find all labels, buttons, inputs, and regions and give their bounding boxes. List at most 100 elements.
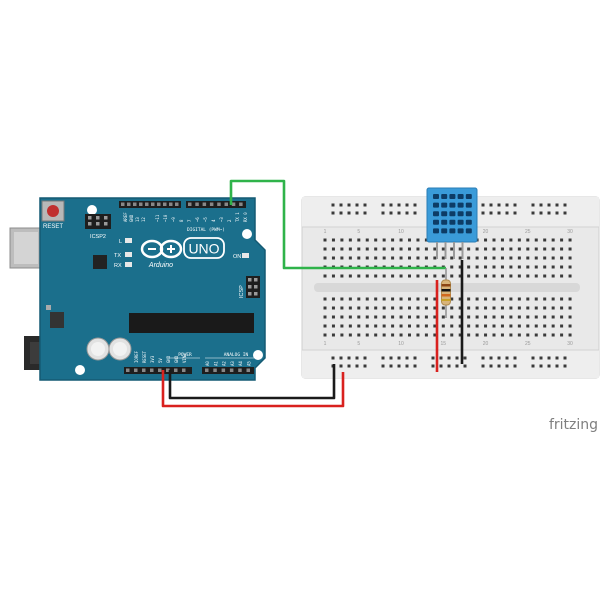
led-l-label: L: [119, 239, 122, 245]
terminal-hole: [467, 324, 471, 328]
rail-hole: [331, 203, 335, 207]
terminal-hole: [365, 238, 369, 242]
terminal-hole: [475, 247, 479, 251]
terminal-hole: [450, 297, 454, 301]
terminal-hole: [517, 274, 521, 278]
terminal-hole: [509, 306, 513, 310]
terminal-hole: [475, 274, 479, 278]
rail-hole: [389, 211, 393, 215]
digital-pin-label: ~5: [203, 217, 208, 222]
signal-wire[interactable]: [229, 179, 446, 270]
power-pin-label: 3V3: [150, 355, 155, 363]
terminal-hole: [492, 324, 496, 328]
rail-hole: [489, 211, 493, 215]
wires: [161, 179, 464, 408]
terminal-hole: [382, 274, 386, 278]
terminal-hole: [441, 324, 445, 328]
header-pin: [139, 202, 143, 206]
terminal-hole: [357, 333, 361, 337]
mounting-hole: [87, 205, 97, 215]
header-pin: [202, 202, 207, 206]
resistor[interactable]: [441, 268, 451, 318]
header-pin: [133, 202, 137, 206]
terminal-hole: [348, 333, 352, 337]
column-label-bottom: 10: [398, 341, 404, 347]
terminal-hole: [441, 274, 445, 278]
power-wire-5v[interactable]: [161, 370, 345, 408]
terminal-hole: [331, 247, 335, 251]
terminal-hole: [365, 324, 369, 328]
terminal-hole: [467, 274, 471, 278]
terminal-hole: [560, 315, 564, 319]
column-label-top: 1: [324, 229, 327, 235]
terminal-hole: [424, 256, 428, 260]
terminal-hole: [551, 265, 555, 269]
terminal-hole: [331, 324, 335, 328]
fritzing-watermark: fritzing: [549, 417, 598, 433]
digital-pin-label: TX 1: [235, 212, 240, 222]
terminal-hole: [408, 274, 411, 278]
arduino-logo: [140, 237, 225, 259]
terminal-hole: [484, 297, 488, 301]
terminal-hole: [323, 238, 327, 242]
header-pin: [205, 368, 209, 372]
terminal-hole: [391, 333, 395, 337]
terminal-hole: [374, 333, 378, 337]
terminal-hole: [357, 315, 361, 319]
rail-hole: [439, 356, 443, 360]
terminal-hole: [365, 315, 369, 319]
terminal-hole: [433, 274, 437, 278]
terminal-hole: [365, 297, 369, 301]
terminal-hole: [433, 324, 437, 328]
terminal-hole: [551, 238, 555, 242]
terminal-hole: [399, 274, 403, 278]
terminal-hole: [517, 324, 521, 328]
terminal-hole: [517, 265, 521, 269]
rail-hole: [355, 211, 359, 215]
dht11-sensor[interactable]: [426, 187, 478, 259]
terminal-hole: [416, 274, 420, 278]
microcontroller-chip: [129, 313, 254, 333]
power-pin-label: 5V: [158, 358, 163, 363]
header-pin: [224, 202, 228, 206]
header-pin: [121, 202, 125, 206]
digital-pin-label: ~3: [219, 217, 224, 222]
terminal-hole: [458, 333, 462, 337]
terminal-hole: [382, 247, 386, 251]
terminal-hole: [340, 274, 344, 278]
ground-wire[interactable]: [168, 364, 336, 400]
terminal-hole: [365, 306, 369, 310]
terminal-hole: [467, 306, 471, 310]
terminal-hole: [517, 297, 521, 301]
terminal-hole: [391, 324, 395, 328]
analog-pin-label: A1: [213, 361, 218, 366]
rail-hole: [347, 356, 351, 360]
rail-hole: [539, 364, 543, 368]
terminal-hole: [416, 297, 420, 301]
terminal-hole: [331, 315, 335, 319]
terminal-hole: [331, 297, 335, 301]
rail-hole: [381, 364, 385, 368]
sensor-pin: [444, 242, 447, 259]
rail-hole: [397, 203, 401, 207]
terminal-hole: [509, 315, 513, 319]
usb-chip: [93, 255, 107, 269]
terminal-hole: [323, 333, 327, 337]
terminal-hole: [399, 315, 403, 319]
terminal-hole: [534, 265, 538, 269]
terminal-hole: [543, 297, 547, 301]
terminal-hole: [560, 297, 564, 301]
terminal-hole: [340, 256, 344, 260]
analog-header: [202, 367, 254, 374]
column-label-top: 10: [398, 229, 404, 235]
terminal-hole: [500, 274, 504, 278]
terminal-hole: [357, 238, 361, 242]
rail-hole: [505, 356, 509, 360]
terminal-hole: [551, 256, 555, 260]
terminal-hole: [484, 306, 488, 310]
rail-hole: [531, 364, 535, 368]
rail-hole: [331, 356, 335, 360]
header-pin: [134, 368, 138, 372]
terminal-hole: [500, 333, 504, 337]
